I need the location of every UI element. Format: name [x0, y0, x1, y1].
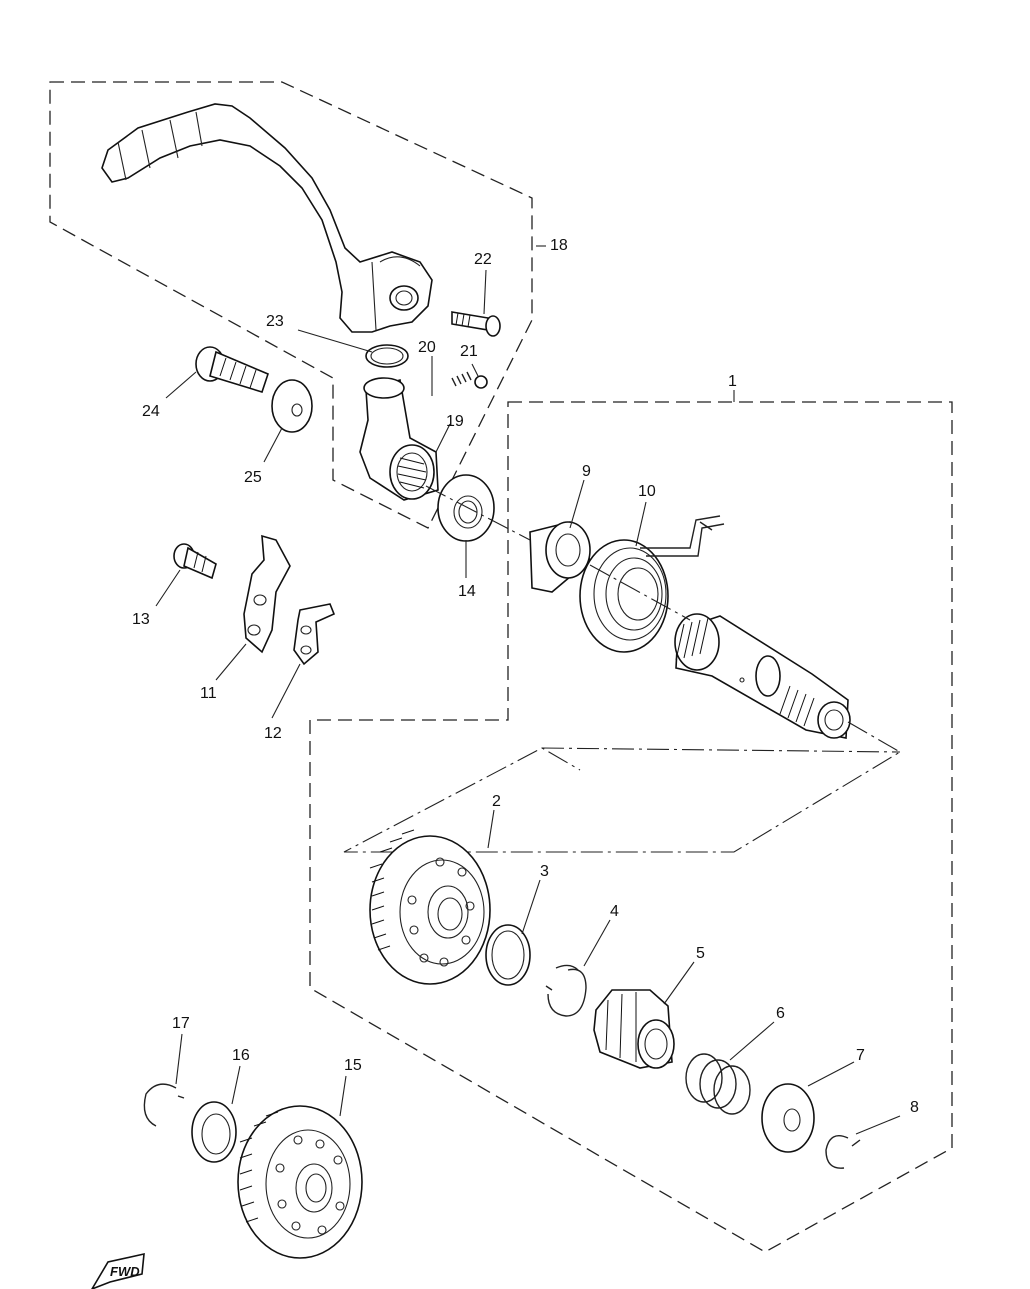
callout-14: 14	[458, 583, 476, 600]
circlip-8	[825, 1135, 861, 1169]
callout-1: 1	[728, 373, 737, 390]
boss-washer	[271, 379, 313, 433]
kick-axle-assembly-outline	[309, 401, 953, 1253]
crank-bolt	[451, 311, 501, 337]
idler-washer	[191, 1101, 237, 1163]
callout-18: 18	[550, 237, 568, 254]
boss-bolt	[195, 346, 269, 393]
plate-bolt	[173, 543, 217, 580]
callout-10: 10	[638, 483, 656, 500]
callout-9: 9	[582, 463, 591, 480]
callout-5: 5	[696, 945, 705, 962]
kick-gear	[369, 829, 491, 985]
circlip-17	[143, 1083, 185, 1127]
callout-23: 23	[266, 313, 284, 330]
stopper-plate	[243, 534, 291, 654]
oil-seal	[437, 474, 495, 542]
callout-8: 8	[910, 1099, 919, 1116]
callout-21: 21	[460, 343, 478, 360]
spring-guide	[761, 1083, 815, 1153]
ratchet-spring	[685, 1053, 751, 1115]
guide-plate	[293, 603, 336, 666]
detent-spring	[451, 371, 472, 387]
ratchet-wheel	[593, 989, 675, 1069]
callout-20: 20	[418, 339, 436, 356]
o-ring-inner	[370, 347, 404, 365]
callout-22: 22	[474, 251, 492, 268]
gear-washer-inner	[491, 930, 525, 980]
kick-crank-group-outline	[49, 81, 533, 529]
circlip-4	[545, 964, 587, 1017]
kick-idle-gear	[237, 1105, 363, 1259]
torsion-spring	[579, 515, 725, 653]
callout-7: 7	[856, 1047, 865, 1064]
leader-lines	[155, 245, 901, 1135]
callout-15: 15	[344, 1057, 362, 1074]
callout-12: 12	[264, 725, 282, 742]
fwd-direction-marker: FWD	[91, 1252, 145, 1289]
fwd-label: FWD	[110, 1264, 140, 1279]
kick-shaft-collar	[529, 521, 592, 593]
detent-ball	[474, 375, 488, 389]
callout-4: 4	[610, 903, 619, 920]
gear-washer	[485, 924, 531, 986]
assembly-axis-main	[343, 485, 902, 853]
callout-25: 25	[244, 469, 262, 486]
assembly-axis-guide	[541, 747, 901, 753]
kick-crank-lever	[101, 103, 433, 333]
callout-13: 13	[132, 611, 150, 628]
callout-2: 2	[492, 793, 501, 810]
kick-shaft	[674, 613, 851, 739]
kick-boss	[359, 377, 439, 501]
callout-11: 11	[200, 685, 217, 702]
callout-19: 19	[446, 413, 464, 430]
callout-3: 3	[540, 863, 549, 880]
callout-16: 16	[232, 1047, 250, 1064]
callout-17: 17	[172, 1015, 190, 1032]
callout-6: 6	[776, 1005, 785, 1022]
idler-washer-inner	[201, 1113, 231, 1155]
callout-24: 24	[142, 403, 160, 420]
